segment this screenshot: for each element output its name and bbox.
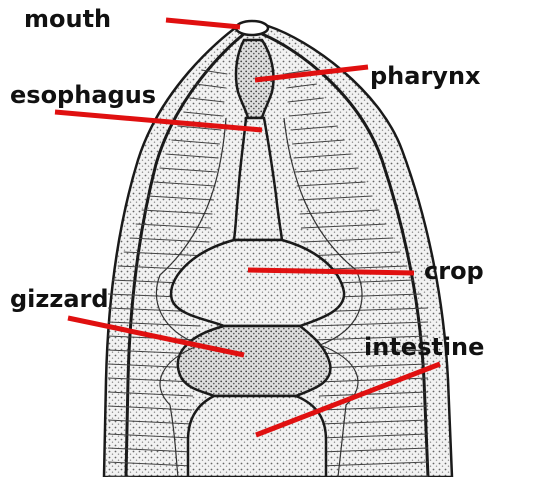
gizzard-shape	[178, 326, 331, 396]
label-crop: crop	[424, 257, 484, 285]
pointer-mouth	[166, 20, 240, 27]
label-esophagus: esophagus	[10, 81, 156, 109]
label-intestine: intestine	[364, 333, 484, 361]
label-gizzard: gizzard	[10, 285, 109, 313]
label-pharynx: pharynx	[370, 62, 481, 90]
mouth-tip	[236, 21, 268, 35]
pointer-crop	[248, 270, 414, 273]
label-mouth: mouth	[24, 5, 111, 33]
